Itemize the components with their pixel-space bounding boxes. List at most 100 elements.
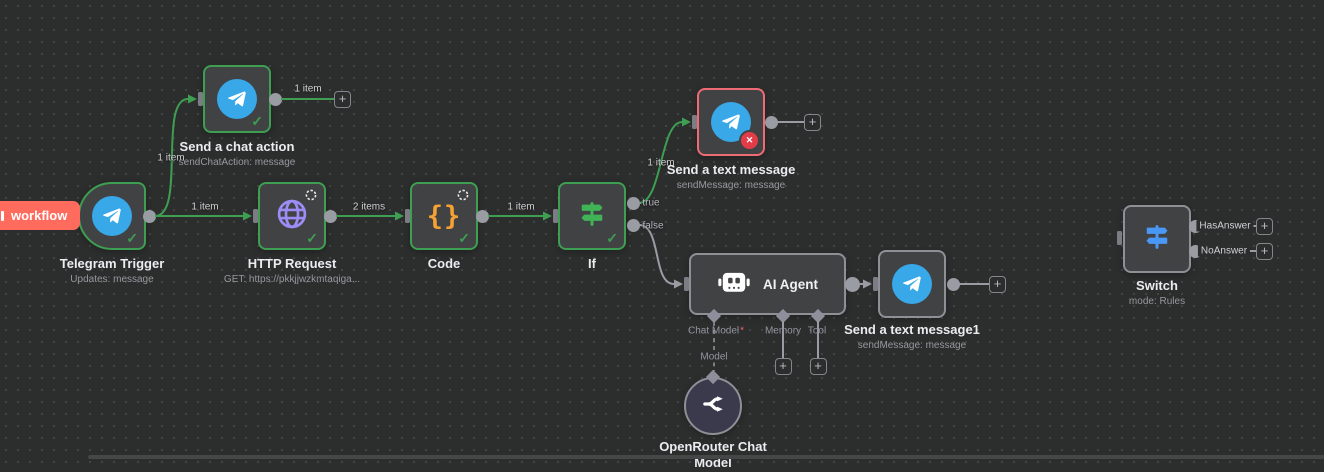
node-send-text-message1[interactable]	[878, 250, 946, 318]
success-check-icon: ✓	[251, 113, 263, 129]
add-node-button-noanswer[interactable]: +	[1256, 242, 1273, 260]
telegram-icon	[92, 196, 132, 236]
ai-chat-model-port-label: Chat Model*	[687, 325, 745, 337]
output-port-send-text-message1[interactable]	[946, 277, 960, 291]
if-false-branch-label: false	[642, 220, 664, 232]
code-label: Code	[428, 256, 461, 271]
node-subtitle: mode: Rules	[1128, 296, 1186, 307]
input-port-code[interactable]	[404, 209, 410, 223]
node-code[interactable]: {} ✓	[410, 182, 478, 250]
output-port-ai-agent[interactable]	[845, 276, 860, 292]
node-subtitle: sendMessage: message	[857, 340, 967, 351]
workflow-name-badge[interactable]: workflow	[0, 201, 81, 230]
required-marker: *	[740, 325, 745, 337]
arrowhead-message-input	[682, 117, 691, 127]
output-port-code[interactable]	[475, 209, 489, 223]
input-port-ai-agent[interactable]	[683, 277, 689, 291]
send-text-message-label: Send a text message sendMessage: message	[667, 162, 796, 191]
output-port-if-false[interactable]	[626, 218, 640, 232]
edge-label-items: 1 item	[191, 201, 219, 213]
retry-on-fail-icon	[305, 189, 317, 201]
add-memory-button[interactable]: +	[774, 358, 792, 375]
success-check-icon: ✓	[606, 230, 618, 246]
node-switch[interactable]	[1123, 205, 1191, 273]
node-title: AI Agent	[763, 276, 818, 292]
output-port-send-text-message[interactable]	[764, 115, 778, 129]
output-port-telegram-trigger[interactable]	[142, 209, 156, 223]
switch-output-hasanswer-label: HasAnswer	[1196, 220, 1254, 232]
input-port-http-request[interactable]	[252, 209, 258, 223]
output-port-if-true[interactable]	[626, 196, 640, 210]
node-title: HTTP Request	[247, 256, 337, 271]
node-ai-agent[interactable]: AI Agent	[689, 253, 846, 315]
error-badge-icon: ✕	[739, 130, 760, 151]
input-port-switch[interactable]	[1116, 231, 1122, 245]
switch-output-noanswer-label: NoAnswer	[1197, 245, 1251, 257]
success-check-icon: ✓	[458, 230, 470, 246]
edge-trigger-to-chat-action[interactable]	[154, 98, 189, 217]
add-node-button-after-chat-action[interactable]: +	[334, 90, 351, 108]
node-title: Switch	[1136, 278, 1178, 293]
success-check-icon: ✓	[306, 230, 318, 246]
node-subtitle: sendMessage: message	[676, 180, 786, 191]
arrowhead-message1-input	[863, 279, 872, 289]
node-title: Send a text message1	[844, 322, 980, 337]
node-telegram-trigger[interactable]: ✓	[78, 182, 146, 250]
output-port-send-chat-action[interactable]	[268, 92, 282, 106]
node-title: Send a text message	[666, 162, 796, 177]
input-port-send-chat-action[interactable]	[197, 92, 203, 106]
node-subtitle: sendChatAction: message	[178, 157, 296, 168]
if-true-branch-label: true	[642, 197, 660, 209]
input-port-if[interactable]	[552, 209, 558, 223]
node-if[interactable]: ✓	[558, 182, 626, 250]
input-port-send-text-message1[interactable]	[872, 277, 878, 291]
arrowhead-code-input	[395, 211, 404, 221]
edge-label-items: 2 items	[352, 201, 386, 213]
edge-if-true-to-message[interactable]	[638, 121, 683, 204]
node-subtitle: Updates: message	[70, 274, 154, 285]
node-openrouter-chat-model[interactable]	[684, 377, 742, 435]
if-label: If	[588, 256, 596, 271]
telegram-icon	[892, 264, 932, 304]
switch-label: Switch mode: Rules	[1129, 278, 1185, 307]
ai-tool-port-label: Tool	[807, 325, 827, 337]
telegram-trigger-label: Telegram Trigger Updates: message	[60, 256, 165, 285]
edge-label-items: 1 item	[647, 157, 675, 169]
globe-icon	[274, 196, 310, 237]
arrowhead-http-input	[243, 211, 252, 221]
edge-label-items: 1 item	[507, 201, 535, 213]
add-node-button-hasanswer[interactable]: +	[1256, 217, 1273, 235]
node-subtitle: GET: https://pkkjjwzkmtaqiga...	[223, 274, 361, 285]
send-text-message1-label: Send a text message1 sendMessage: messag…	[844, 322, 980, 351]
horizontal-scrollbar[interactable]	[88, 455, 1324, 459]
node-title: Send a chat action	[179, 139, 295, 154]
node-title: Code	[427, 256, 461, 271]
add-node-button-after-message[interactable]: +	[804, 113, 821, 131]
success-check-icon: ✓	[126, 230, 138, 246]
node-send-chat-action[interactable]: ✓	[203, 65, 271, 133]
send-chat-action-label: Send a chat action sendChatAction: messa…	[179, 139, 296, 168]
telegram-icon	[217, 79, 257, 119]
model-edge-label: Model	[697, 351, 731, 363]
node-title: Telegram Trigger	[59, 256, 165, 271]
openrouter-icon	[700, 391, 726, 422]
arrowhead-ai-agent-input	[674, 279, 683, 289]
node-http-request[interactable]: ✓	[258, 182, 326, 250]
edge-label-items: 1 item	[157, 152, 185, 164]
edge-if-false-to-ai-agent[interactable]	[638, 224, 675, 285]
workflow-name-label: workflow	[1, 208, 67, 223]
node-send-text-message[interactable]: ✕	[697, 88, 765, 156]
edge-label-items: 1 item	[294, 83, 322, 95]
retry-on-fail-icon	[457, 189, 469, 201]
http-request-label: HTTP Request GET: https://pkkjjwzkmtaqig…	[224, 256, 360, 285]
add-tool-button[interactable]: +	[809, 358, 827, 375]
signpost-icon	[1142, 222, 1172, 257]
output-port-http-request[interactable]	[323, 209, 337, 223]
ai-memory-port-label: Memory	[764, 325, 802, 337]
code-braces-icon: {}	[426, 200, 462, 232]
add-node-button-after-message1[interactable]: +	[989, 275, 1006, 293]
signpost-icon	[577, 199, 607, 234]
input-port-send-text-message[interactable]	[691, 115, 697, 129]
arrowhead-if-input	[543, 211, 552, 221]
